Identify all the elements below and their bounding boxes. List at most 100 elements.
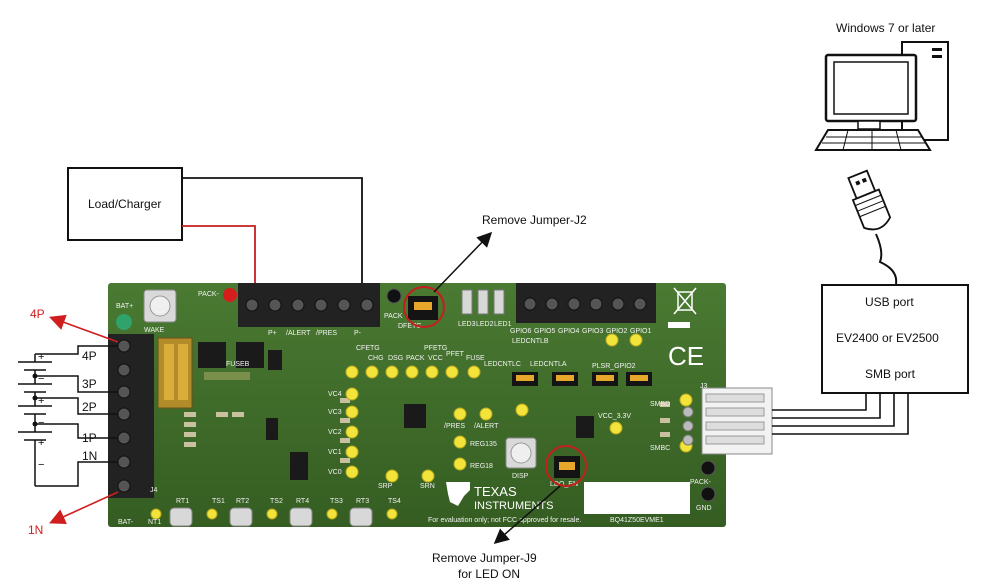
label-gpio5: GPIO5 — [534, 328, 556, 335]
label-ts2: TS2 — [270, 498, 283, 505]
label-plsr-gpio2: PLSR_GPIO2 — [592, 363, 636, 370]
label-ledcntlc: LEDCNTLC — [484, 361, 521, 368]
label-gnd: GND — [696, 505, 712, 512]
battery-polarity-marks: +− +− +− — [38, 351, 44, 471]
label-disp: DISP — [512, 473, 529, 480]
label-gpio6: GPIO6 — [510, 328, 532, 335]
svg-text:+: + — [38, 395, 44, 407]
arrow-j2 — [433, 231, 493, 293]
label-alert: /ALERT — [474, 423, 499, 430]
svg-text:−: − — [38, 417, 44, 429]
label-windows: Windows 7 or later — [836, 21, 935, 35]
label-gpio1: GPIO1 — [630, 328, 652, 335]
label-vc3: VC3 — [328, 409, 342, 416]
tap-3p: 3P — [82, 377, 97, 391]
label-remove-j2: Remove Jumper-J2 — [482, 213, 587, 227]
label-smb-port: SMB port — [865, 367, 916, 381]
label-p-minus: P- — [354, 330, 362, 337]
label-gpio4: GPIO4 — [558, 328, 580, 335]
label-gpio3: GPIO3 — [582, 328, 604, 335]
label-ledcntla: LEDCNTLA — [530, 361, 567, 368]
computer-icon — [814, 41, 949, 151]
battery-stack — [18, 345, 118, 487]
label-dsg: DSG — [388, 355, 403, 362]
label-rt4: RT4 — [296, 498, 309, 505]
label-led2: LED2 — [476, 321, 494, 328]
ev-interface-box — [821, 284, 969, 394]
label-srp: SRP — [378, 483, 393, 490]
arrow-j9 — [493, 485, 561, 544]
load-charger-box — [67, 167, 183, 241]
label-fuse: FUSE — [466, 355, 485, 362]
svg-text:−: − — [38, 373, 44, 385]
label-reg135: REG135 — [470, 441, 497, 448]
terminal-1n-label: 1N — [28, 523, 43, 537]
label-bat-plus: BAT+ — [116, 303, 133, 310]
tap-1p: 1P — [82, 431, 97, 445]
label-ts4: TS4 — [388, 498, 401, 505]
label-pres: /PRES — [444, 423, 465, 430]
board-part-number: BQ41Z50EVME1 — [610, 517, 664, 524]
label-gpio2: GPIO2 — [606, 328, 628, 335]
label-nt1: NT1 — [148, 519, 161, 526]
label-pres-top: /PRES — [316, 330, 337, 337]
terminal-4p-label: 4P — [30, 307, 45, 321]
label-vc2: VC2 — [328, 429, 342, 436]
jumper-j2-highlight — [403, 286, 445, 328]
label-rt2: RT2 — [236, 498, 249, 505]
label-j4: J4 — [150, 487, 158, 494]
label-cfetg: CFETG — [356, 345, 380, 352]
svg-text:+: + — [38, 351, 44, 363]
label-led1: LED1 — [494, 321, 512, 328]
tap-1n: 1N — [82, 449, 97, 463]
label-pfet: PFET — [446, 351, 465, 358]
label-alert-top: /ALERT — [286, 330, 311, 337]
smb-cable — [772, 393, 909, 435]
wire-load-positive — [182, 225, 256, 284]
label-vcc: VCC — [428, 355, 443, 362]
label-load-charger: Load/Charger — [88, 197, 161, 211]
weee-bin-icon — [673, 287, 697, 315]
label-ledcntlb: LEDCNTLB — [512, 338, 549, 345]
label-ts1: TS1 — [212, 498, 225, 505]
label-pack-minus-br: PACK- — [690, 479, 712, 486]
usb-plug-icon — [847, 169, 892, 231]
label-ldo-en: LDO_EN — [550, 481, 578, 488]
evm-board: CE — [108, 283, 773, 527]
label-p-plus: P+ — [268, 330, 277, 337]
label-chg: CHG — [368, 355, 384, 362]
ce-mark: CE — [668, 341, 704, 371]
label-vc1: VC1 — [328, 449, 342, 456]
label-rt3: RT3 — [356, 498, 369, 505]
label-wake: WAKE — [144, 327, 165, 334]
label-led-on: for LED ON — [458, 567, 520, 581]
ti-brand-line1: TEXAS — [474, 484, 517, 499]
label-fuseb: FUSEB — [226, 361, 250, 368]
arrow-4p — [48, 314, 119, 343]
label-pack-tp: PACK — [384, 313, 403, 320]
label-reg18: REG18 — [470, 463, 493, 470]
label-pack: PACK — [406, 355, 425, 362]
usb-cable — [875, 233, 898, 285]
label-srn: SRN — [420, 483, 435, 490]
label-led3: LED3 — [458, 321, 476, 328]
label-pack-minus: PACK- — [198, 291, 220, 298]
label-vc4: VC4 — [328, 391, 342, 398]
label-vcc-3v3: VCC_3.3V — [598, 413, 631, 420]
label-usb-port: USB port — [865, 295, 914, 309]
arrow-1n — [49, 491, 119, 524]
label-ts3: TS3 — [330, 498, 343, 505]
label-smbd: SMBD — [650, 401, 670, 408]
jumper-j9-highlight — [545, 445, 587, 487]
label-dfetg: DFETG — [398, 323, 422, 330]
label-vc0: VC0 — [328, 469, 342, 476]
label-rt1: RT1 — [176, 498, 189, 505]
label-bat-minus: BAT- — [118, 519, 134, 526]
label-j3: J3 — [700, 383, 708, 390]
label-pfetg: PFETG — [424, 345, 447, 352]
battery-junction-dots — [32, 373, 38, 427]
tap-4p: 4P — [82, 349, 97, 363]
wire-load-negative — [182, 177, 363, 284]
label-ev-model: EV2400 or EV2500 — [836, 331, 939, 345]
